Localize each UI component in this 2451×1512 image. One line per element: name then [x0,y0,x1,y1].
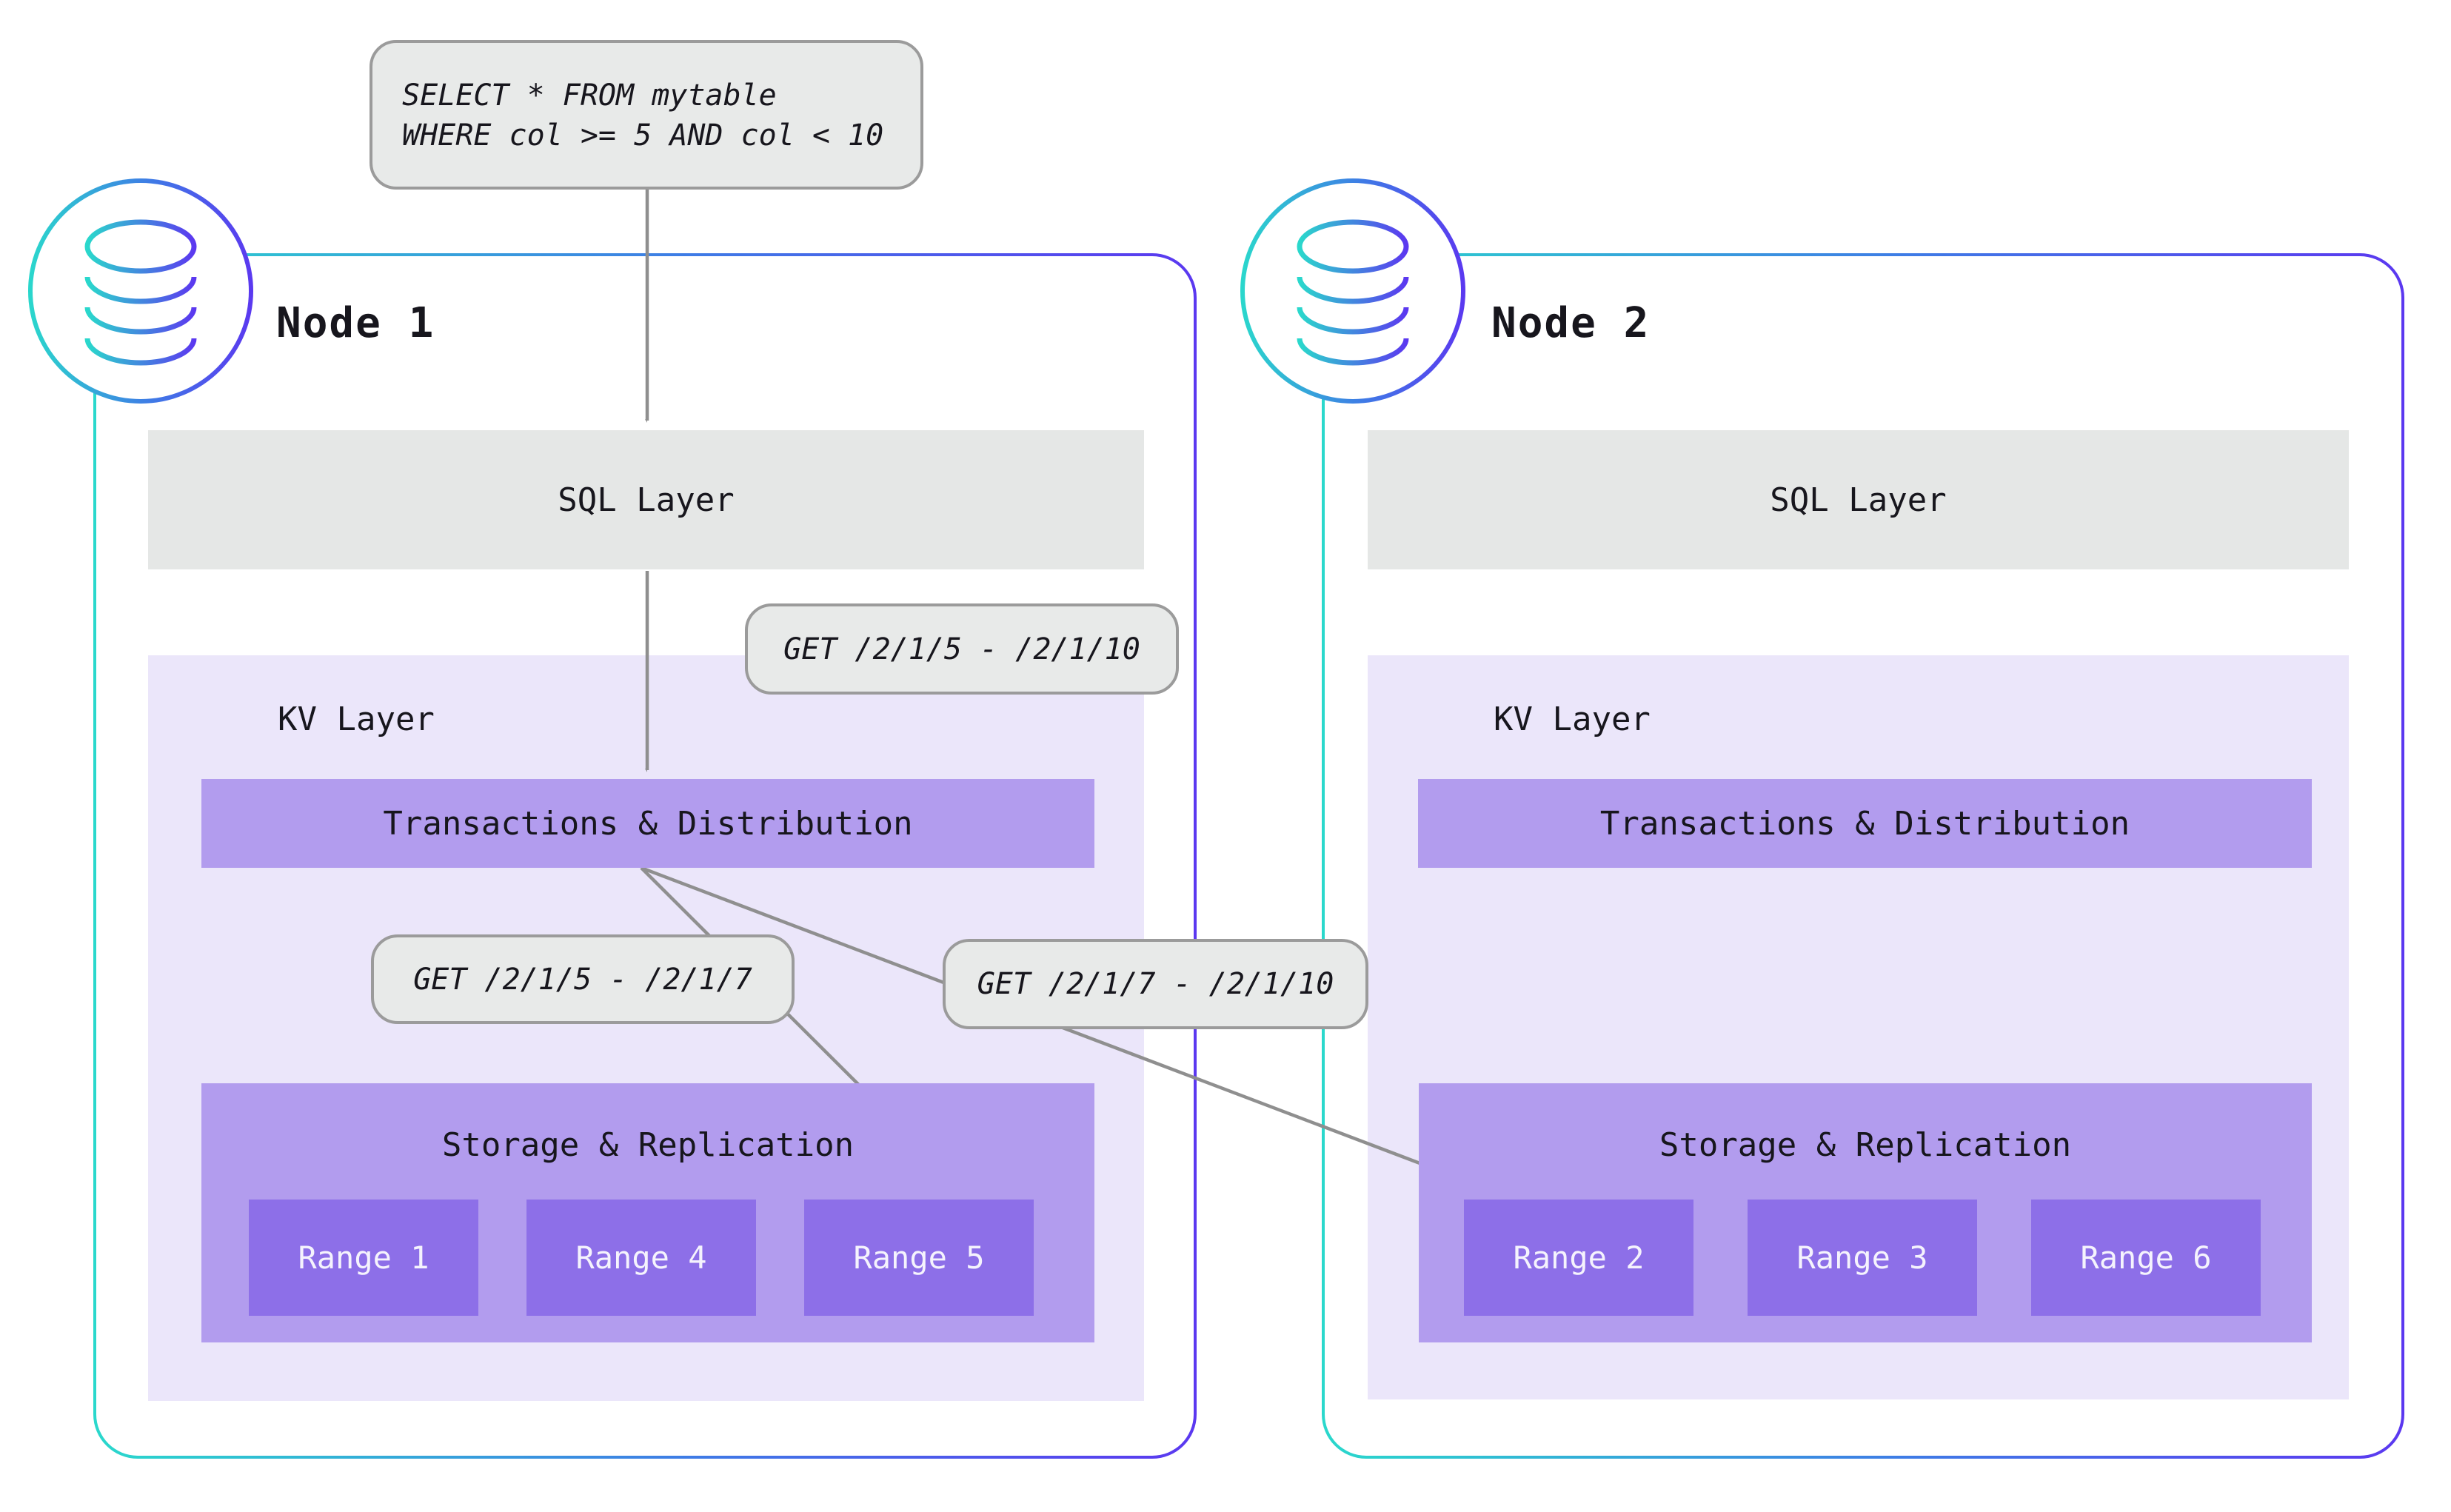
sql-query-line: SELECT * FROM mytable [402,78,777,113]
node-2-kv-layer-label: KV Layer [1494,700,1651,738]
node-1-title: Node 1 [276,299,435,347]
range-box: Range 6 [2031,1200,2261,1316]
sql-layer-label: SQL Layer [558,481,735,519]
get-request-label-full: GET /2/1/5 - /2/1/10 [745,603,1179,695]
node-2-title: Node 2 [1491,299,1651,347]
get-request-label-right: GET /2/1/7 - /2/1/10 [943,939,1368,1029]
node-1-transactions-bar: Transactions & Distribution [201,779,1094,868]
node-1-database-badge [28,178,253,404]
sql-layer-label: SQL Layer [1770,481,1947,519]
range-label: Range 2 [1513,1240,1645,1276]
get-request-label-left: GET /2/1/5 - /2/1/7 [371,934,795,1024]
database-icon [1297,219,1409,366]
range-label: Range 3 [1796,1240,1928,1276]
node-2-sql-layer-bar: SQL Layer [1368,430,2349,569]
range-box: Range 4 [526,1200,756,1316]
node-1-sql-layer-bar: SQL Layer [148,430,1144,569]
range-box: Range 2 [1464,1200,1693,1316]
range-label: Range 5 [853,1240,985,1276]
node-2-transactions-bar: Transactions & Distribution [1418,779,2312,868]
transactions-label: Transactions & Distribution [383,804,913,843]
range-label: Range 4 [575,1240,707,1276]
range-box: Range 1 [249,1200,478,1316]
storage-label: Storage & Replication [1659,1126,2072,1164]
range-label: Range 1 [298,1240,429,1276]
range-box: Range 5 [804,1200,1034,1316]
range-label: Range 6 [2080,1240,2212,1276]
node-1-kv-layer-label: KV Layer [278,700,435,738]
transactions-label: Transactions & Distribution [1599,804,2130,843]
node-2-database-badge [1240,178,1465,404]
sql-query-box: SELECT * FROM mytable WHERE col >= 5 AND… [370,40,923,190]
sql-query-line: WHERE col >= 5 AND col < 10 [402,118,884,153]
range-box: Range 3 [1748,1200,1977,1316]
database-icon [84,219,197,366]
storage-label: Storage & Replication [441,1126,855,1164]
